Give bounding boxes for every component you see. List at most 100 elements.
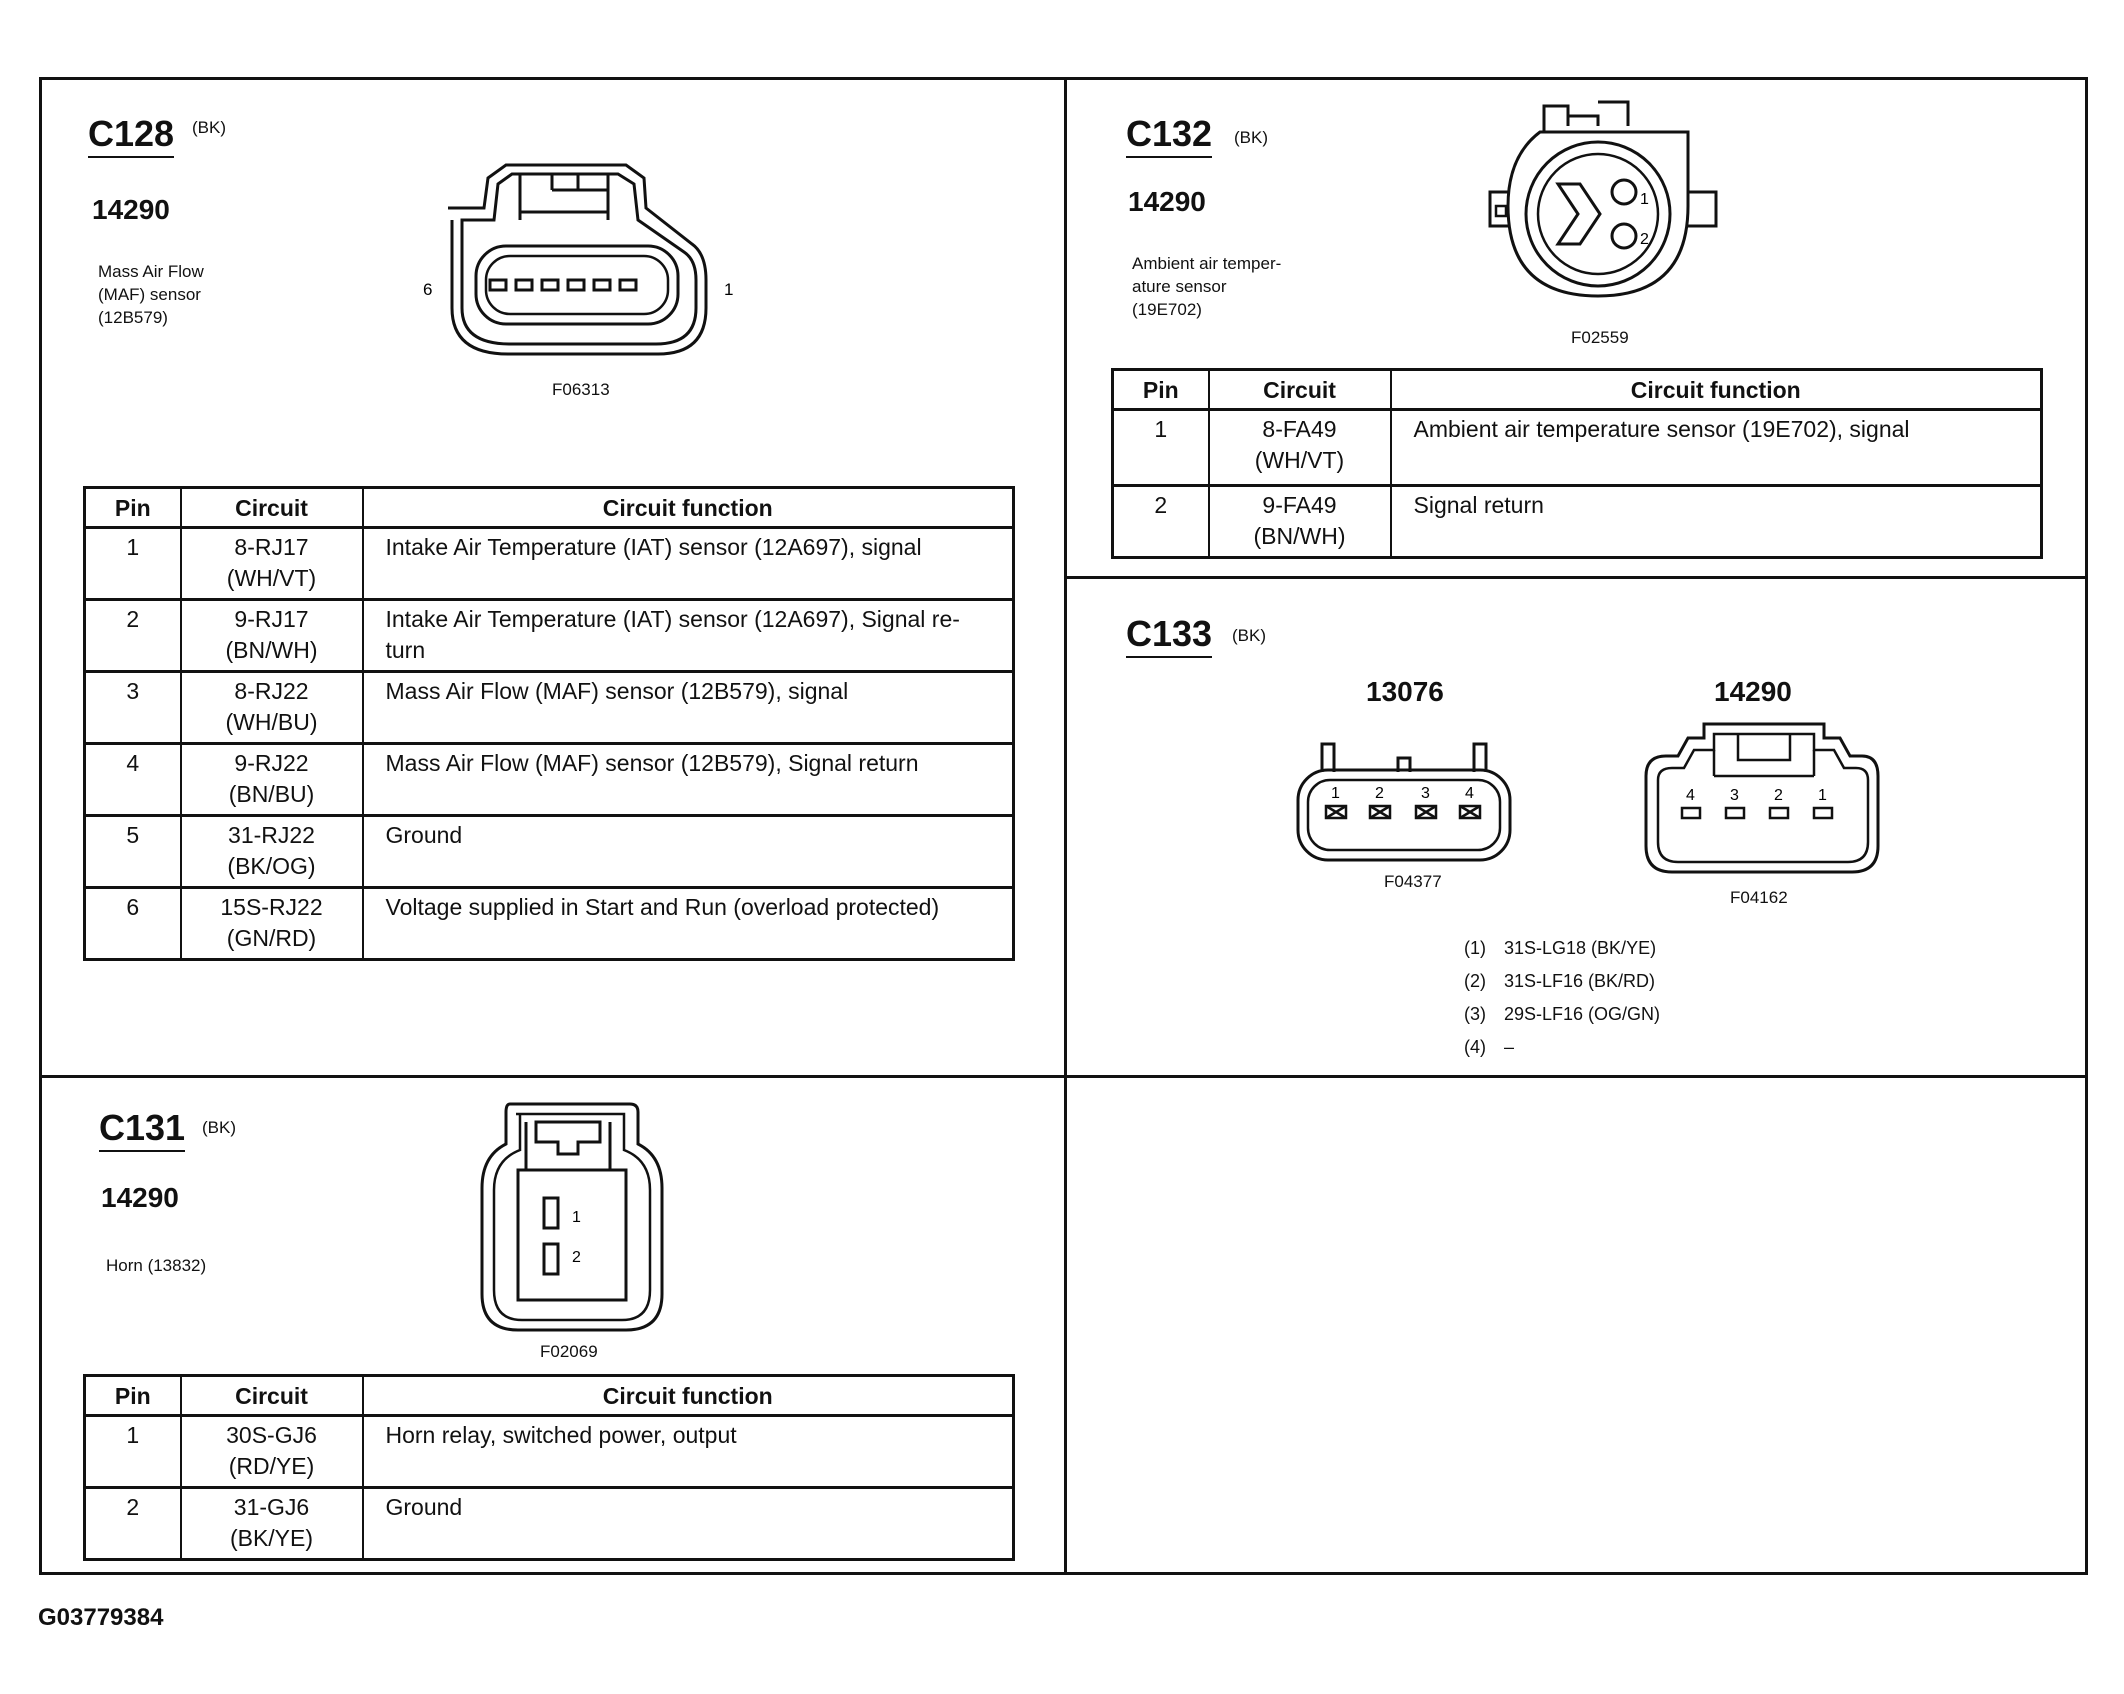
drawing-id: G03779384 [38, 1604, 164, 1631]
pin-cell: 5 [83, 814, 182, 889]
c131-description: Horn (13832) [106, 1256, 207, 1275]
c133-right-connector-drawing: 4 3 2 1 [1644, 722, 1880, 874]
c128-pin-right-label: 1 [724, 280, 733, 299]
circuit-cell: 9-RJ22 (BN/BU) [179, 742, 364, 817]
c131-pin2-label: 2 [572, 1249, 581, 1266]
function-cell: Mass Air Flow (MAF) sensor (12B579), sig… [361, 670, 1015, 745]
c131-figure-id: F02069 [540, 1342, 598, 1361]
function-cell: Mass Air Flow (MAF) sensor (12B579), Sig… [361, 742, 1015, 817]
circuit-cell: 31-RJ22 (BK/OG) [179, 814, 364, 889]
c133-left-connector-drawing: 1 2 3 4 [1296, 742, 1512, 862]
c131-connector-drawing: 1 2 [480, 1102, 664, 1332]
pin-cell: 1 [83, 1414, 182, 1489]
circuit-cell: 9-RJ17 (BN/WH) [179, 598, 364, 673]
c128-figure-id: F06313 [552, 380, 610, 399]
function-cell: Signal return [1389, 484, 2043, 559]
right-lower-divider [1065, 1075, 2088, 1078]
list-item: (3) 29S-LF16 (OG/GN) [1464, 998, 1660, 1031]
c132-figure-id: F02559 [1571, 328, 1629, 347]
table-row: 6 15S-RJ22 (GN/RD) Voltage supplied in S… [83, 886, 1015, 961]
function-cell: Intake Air Temperature (IAT) sensor (12A… [361, 598, 1015, 673]
list-item: (1)31S-LG18 (BK/YE) [1464, 932, 1660, 965]
pin-cell: 2 [83, 598, 182, 673]
table-header-circuit: Circuit [179, 486, 364, 529]
c132-connector-id: C132 [1126, 116, 1213, 158]
c132-pin2-label: 2 [1640, 231, 1649, 248]
table-header-function: Circuit function [1389, 368, 2043, 411]
c133-right-figure-id: F04162 [1730, 888, 1788, 907]
table-row: 5 31-RJ22 (BK/OG) Ground [83, 814, 1015, 889]
function-cell: Voltage supplied in Start and Run (overl… [361, 886, 1015, 961]
pin-cell: 3 [83, 670, 182, 745]
legend-num: (1) [1464, 938, 1486, 958]
c128-part-number: 14290 [92, 194, 170, 225]
circuit-cell: 15S-RJ22 (GN/RD) [179, 886, 364, 961]
c133-wire-legend: (1)31S-LG18 (BK/YE) (2)31S-LF16 (BK/RD) … [1464, 932, 1660, 1064]
c131-connector-id: C131 [99, 1110, 186, 1152]
c132-description: Ambient air temper- ature sensor (19E702… [1132, 254, 1282, 319]
table-header-pin: Pin [83, 486, 182, 529]
c131-part-number: 14290 [101, 1182, 179, 1213]
c128-pin-table: Pin Circuit Circuit function 1 8-RJ17 (W… [83, 486, 1015, 961]
circuit-cell: 30S-GJ6 (RD/YE) [179, 1414, 364, 1489]
c128-color: (BK) [192, 118, 226, 137]
legend-text: – [1504, 1037, 1515, 1057]
legend-num: (4) [1464, 1037, 1486, 1057]
circuit-cell: 8-RJ22 (WH/BU) [179, 670, 364, 745]
list-item: (2) 31S-LF16 (BK/RD) [1464, 965, 1660, 998]
table-header-function: Circuit function [361, 486, 1015, 529]
legend-num: (2) [1464, 971, 1486, 991]
pin-cell: 2 [83, 1486, 182, 1561]
table-header-circuit: Circuit [179, 1374, 364, 1417]
table-header-circuit: Circuit [1207, 368, 1392, 411]
pin-cell: 1 [1111, 408, 1210, 487]
c132-part-number: 14290 [1128, 186, 1206, 217]
page-frame [39, 77, 2088, 1575]
function-cell: Ground [361, 814, 1015, 889]
c131-pin1-label: 1 [572, 1209, 581, 1226]
c132-connector-drawing: 1 2 [1488, 100, 1718, 298]
c133-left-pin-2: 2 [1375, 785, 1384, 802]
c133-left-figure-id: F04377 [1384, 872, 1442, 891]
center-divider [1064, 77, 1067, 1575]
table-row: 2 31-GJ6 (BK/YE) Ground [83, 1486, 1015, 1561]
pin-cell: 1 [83, 526, 182, 601]
function-cell: Horn relay, switched power, output [361, 1414, 1015, 1489]
c133-left-pin-1: 1 [1331, 785, 1340, 802]
c133-left-part-number: 13076 [1366, 676, 1444, 707]
c131-color: (BK) [202, 1118, 236, 1137]
table-header-pin: Pin [1111, 368, 1210, 411]
table-header-function: Circuit function [361, 1374, 1015, 1417]
left-divider [39, 1075, 1065, 1078]
legend-text: 31S-LF16 (BK/RD) [1504, 971, 1656, 991]
c128-connector-id: C128 [88, 116, 175, 158]
c133-right-pin-4: 4 [1686, 787, 1695, 804]
c128-connector-drawing: 6 1 [423, 163, 733, 356]
circuit-cell: 8-RJ17 (WH/VT) [179, 526, 364, 601]
table-row: 1 8-RJ17 (WH/VT) Intake Air Temperature … [83, 526, 1015, 601]
c128-pin-left-label: 6 [423, 280, 432, 299]
c133-connector-id: C133 [1126, 616, 1213, 658]
c133-right-pin-3: 3 [1730, 787, 1739, 804]
c133-right-part-number: 14290 [1714, 676, 1792, 707]
table-header-pin: Pin [83, 1374, 182, 1417]
circuit-cell: 8-FA49 (WH/VT) [1207, 408, 1392, 487]
c132-pin-table: Pin Circuit Circuit function 1 8-FA49 (W… [1111, 368, 2043, 559]
table-row: 3 8-RJ22 (WH/BU) Mass Air Flow (MAF) sen… [83, 670, 1015, 745]
pin-cell: 4 [83, 742, 182, 817]
legend-num: (3) [1464, 1004, 1486, 1024]
c132-pin1-label: 1 [1640, 191, 1649, 208]
c133-right-pin-1: 1 [1818, 787, 1827, 804]
function-cell: Ground [361, 1486, 1015, 1561]
function-cell: Intake Air Temperature (IAT) sensor (12A… [361, 526, 1015, 601]
c133-right-pin-2: 2 [1774, 787, 1783, 804]
c132-color: (BK) [1234, 128, 1268, 147]
c133-color: (BK) [1232, 626, 1266, 645]
legend-text: 29S-LF16 (OG/GN) [1504, 1004, 1661, 1024]
table-row: 1 30S-GJ6 (RD/YE) Horn relay, switched p… [83, 1414, 1015, 1489]
table-row: 2 9-FA49 (BN/WH) Signal return [1111, 484, 2043, 559]
function-cell: Ambient air temperature sensor (19E702),… [1389, 408, 2043, 487]
list-item: (4)– [1464, 1031, 1660, 1064]
circuit-cell: 31-GJ6 (BK/YE) [179, 1486, 364, 1561]
circuit-cell: 9-FA49 (BN/WH) [1207, 484, 1392, 559]
